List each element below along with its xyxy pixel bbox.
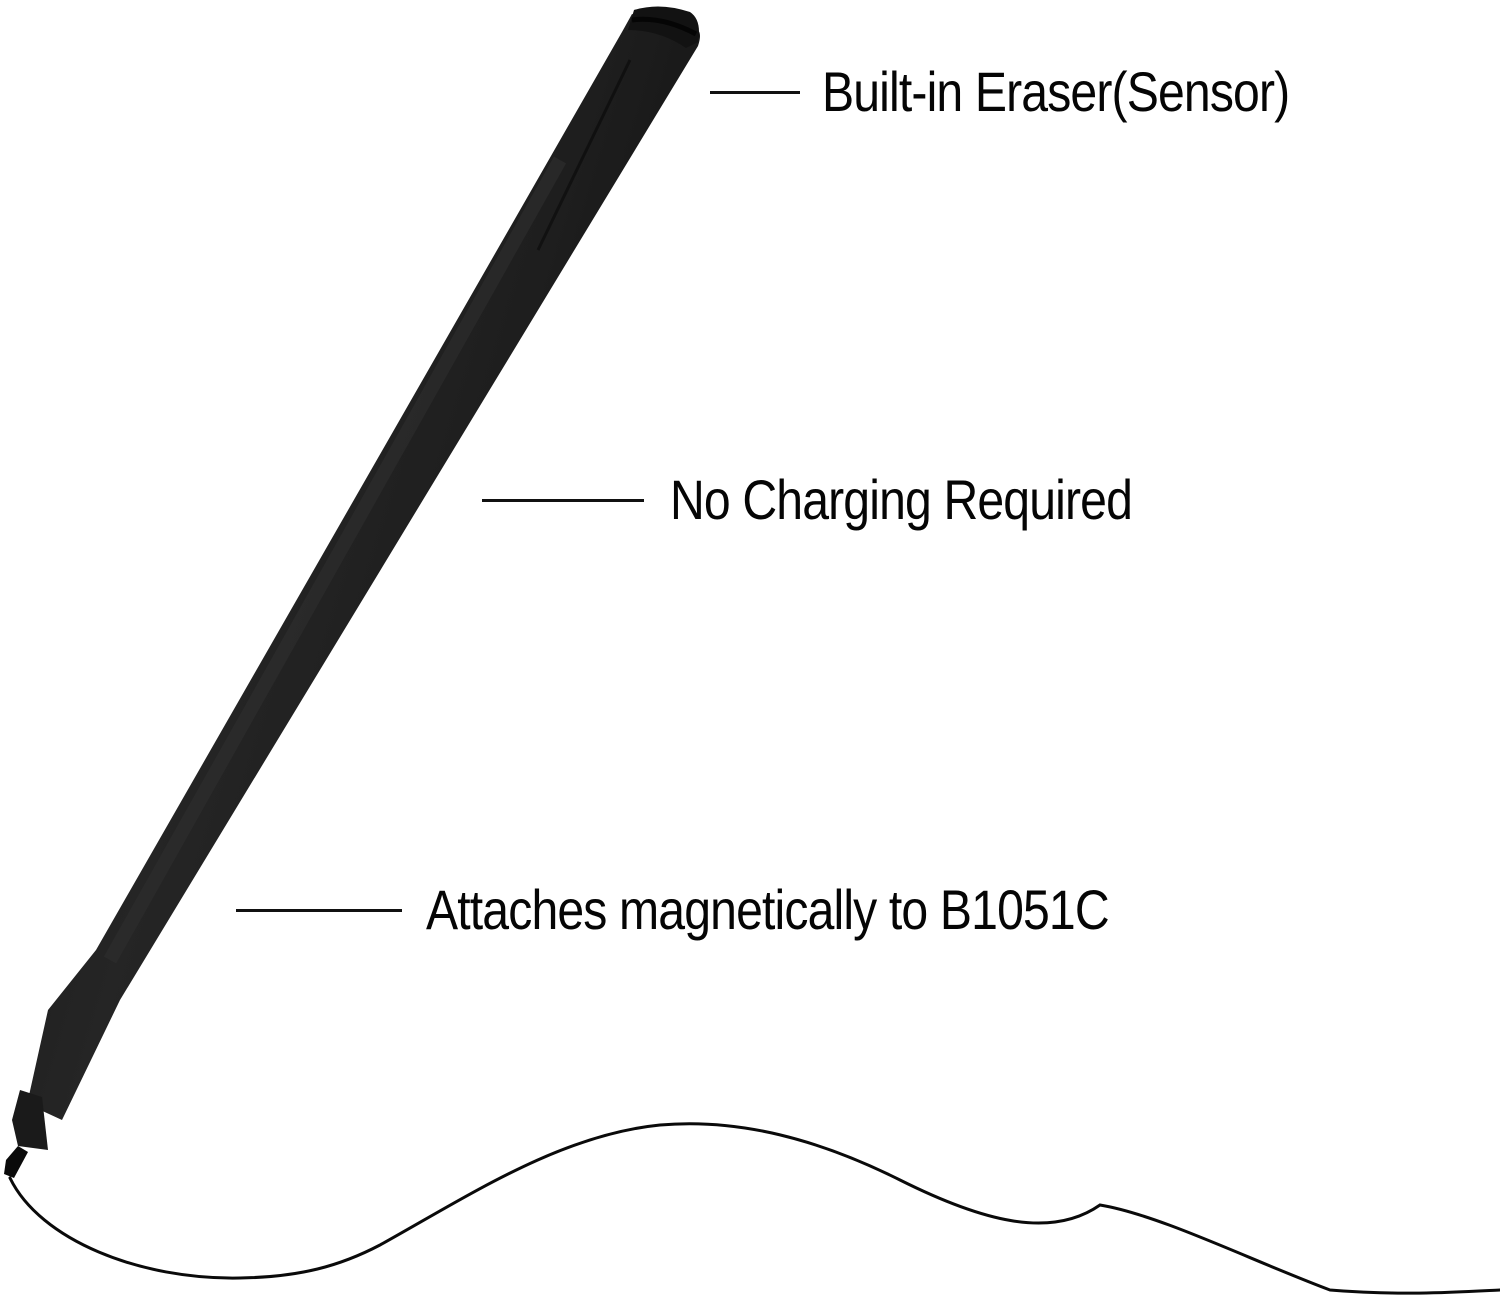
ink-stroke-line (8, 1122, 1500, 1295)
callout-label-magnetic: Attaches magnetically to B1051C (426, 878, 1110, 941)
leader-line (710, 90, 800, 94)
leader-line (236, 908, 402, 912)
stylus-pen-icon (4, 6, 700, 1178)
callout-label-eraser: Built-in Eraser(Sensor) (822, 60, 1290, 123)
callout-label-charging: No Charging Required (670, 468, 1133, 531)
callout-magnetic: Attaches magnetically to B1051C (236, 882, 1220, 938)
callout-charging: No Charging Required (482, 472, 1207, 528)
leader-line (482, 498, 644, 502)
callout-eraser: Built-in Eraser(Sensor) (710, 64, 1365, 120)
